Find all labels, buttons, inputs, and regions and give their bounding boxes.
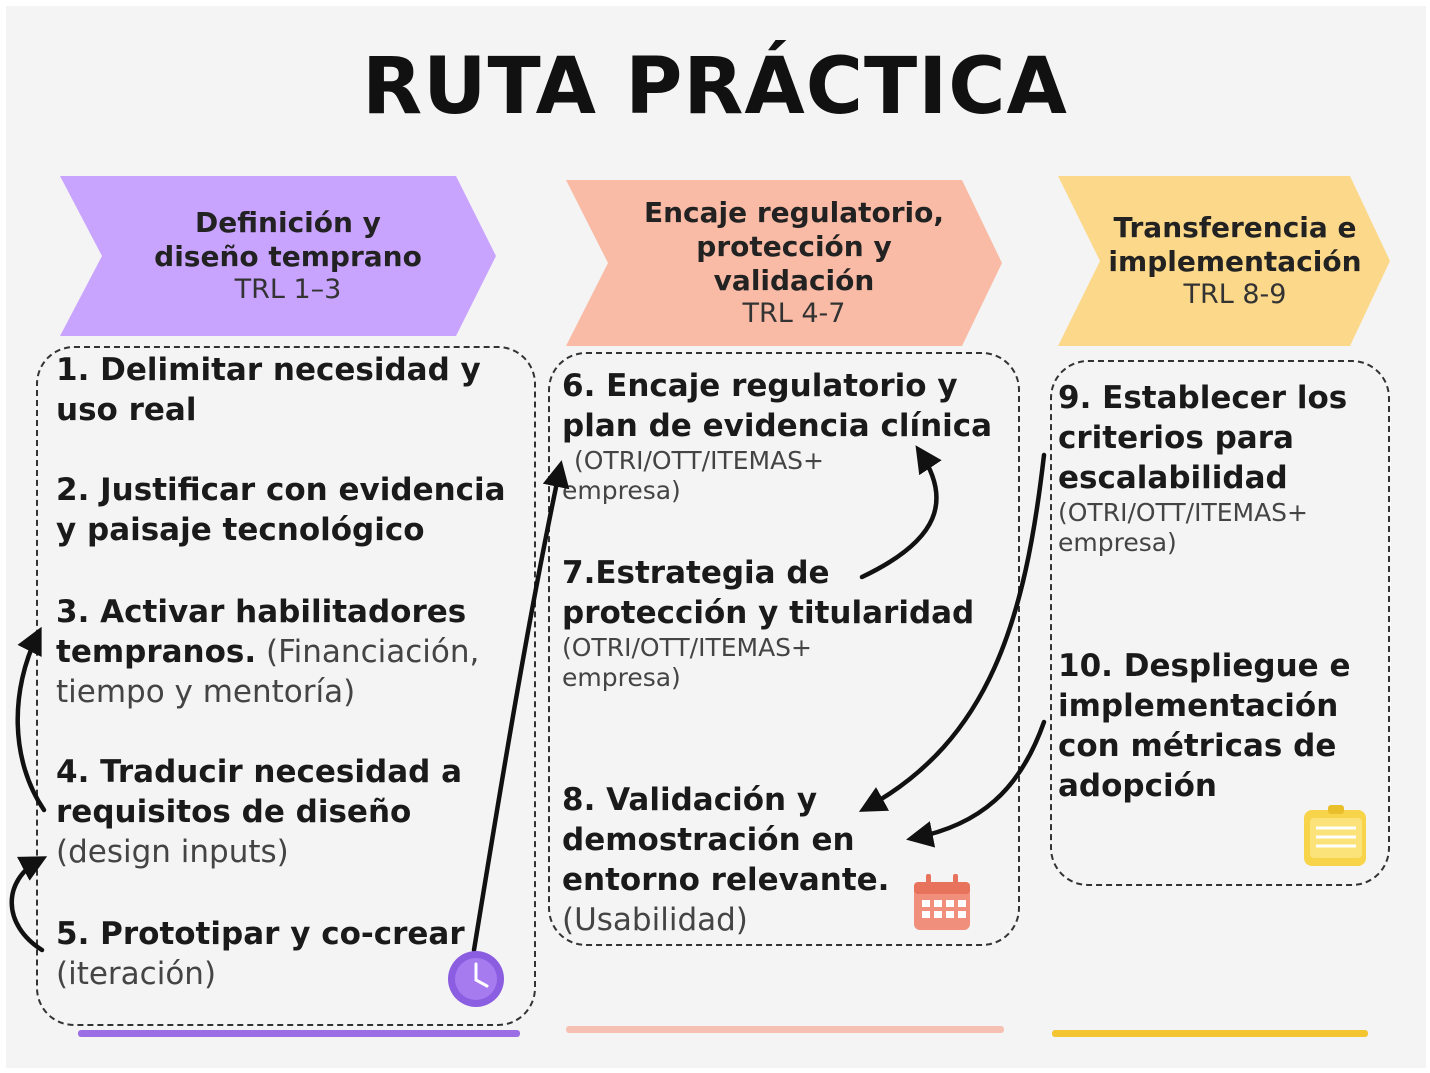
step-9-note-2: empresa): [1058, 528, 1177, 557]
step-10-line-1: 10. Despliegue e: [1058, 648, 1351, 684]
step-10-line-3: con métricas de: [1058, 728, 1337, 764]
arrow-5-to-4: [9, 856, 48, 953]
step-1: 1. Delimitar necesidad y uso real: [56, 350, 481, 430]
step-2: 2. Justificar con evidencia y paisaje te…: [56, 470, 506, 550]
page-title: RUTA PRÁCTICA: [362, 42, 1068, 132]
phase-3-box: [1050, 360, 1390, 886]
arrow-9-to-8: [858, 452, 1047, 812]
phase-3-title-line-2: implementación: [1108, 245, 1362, 278]
step-9-line-3: escalabilidad: [1058, 460, 1288, 496]
phase-1-trl: TRL 1–3: [234, 274, 342, 305]
step-9-line-1: 9. Establecer los: [1058, 380, 1348, 416]
step-10-line-2: implementación: [1058, 688, 1339, 724]
step-8-line-2: demostración en: [562, 822, 855, 858]
phase-1-title-line-1: Definición y: [195, 206, 381, 239]
step-4-note: (design inputs): [56, 834, 289, 870]
arrow-10-to-8: [906, 719, 1047, 848]
step-3: 3. Activar habilitadores tempranos. (Fin…: [56, 592, 479, 712]
phase-2-chevron: Encaje regulatorio, protección y validac…: [566, 180, 1002, 346]
phase-1-shape: [60, 176, 496, 336]
step-3-line-2: tempranos.: [56, 634, 257, 670]
phase-2-box: [548, 352, 1020, 946]
phase-3-shape: [1058, 176, 1390, 346]
step-6-line-2: plan de evidencia clínica: [562, 408, 993, 444]
arrow-5-to-6: [471, 460, 570, 953]
step-6-line-1: 6. Encaje regulatorio y: [562, 368, 958, 404]
step-10: 10. Despliegue e implementación con métr…: [1058, 646, 1351, 806]
step-3-line-1: 3. Activar habilitadores: [56, 594, 467, 630]
step-7-line-1: 7.Estrategia de: [562, 555, 830, 591]
step-6: 6. Encaje regulatorio y plan de evidenci…: [562, 366, 992, 506]
phase-2-underline: [566, 1026, 1004, 1033]
step-10-line-4: adopción: [1058, 768, 1217, 804]
step-8-line-3: entorno relevante.: [562, 862, 890, 898]
phase-2-title-line-2: protección y: [696, 230, 892, 263]
phase-2-title-line-3: validación: [713, 264, 875, 297]
step-4-line-1: 4. Traducir necesidad a: [56, 754, 463, 790]
step-2-line-1: 2. Justificar con evidencia: [56, 472, 506, 508]
phase-1-chevron: Definición y diseño temprano TRL 1–3: [60, 176, 496, 336]
step-5-note: (iteración): [56, 956, 217, 992]
phase-2-shape: [566, 180, 1002, 346]
step-6-note-2: empresa): [562, 476, 681, 505]
step-5: 5. Prototipar y co-crear (iteración): [56, 914, 465, 994]
phase-1-box: [36, 346, 536, 1026]
phase-1-underline: [78, 1030, 520, 1037]
step-7-line-2: protección y titularidad: [562, 595, 975, 631]
step-9-line-2: criterios para: [1058, 420, 1294, 456]
phase-1-title-line-2: diseño temprano: [154, 240, 422, 273]
step-4: 4. Traducir necesidad a requisitos de di…: [56, 752, 462, 872]
step-7-note-2: empresa): [562, 663, 681, 692]
phase-2-title-line-1: Encaje regulatorio,: [643, 196, 945, 229]
phase-3-title-line-1: Transferencia e: [1113, 211, 1357, 244]
step-3-note-2: tiempo y mentoría): [56, 674, 356, 710]
clock-icon: [448, 951, 504, 1007]
step-7-note-1: (OTRI/OTT/ITEMAS+: [562, 633, 812, 662]
arrow-4-to-3: [15, 626, 47, 813]
step-2-line-2: y paisaje tecnológico: [56, 512, 425, 548]
phase-3-chevron: Transferencia e implementación TRL 8-9: [1058, 176, 1390, 346]
step-9: 9. Establecer los criterios para escalab…: [1058, 378, 1347, 558]
step-3-note-1: (Financiación,: [256, 634, 480, 670]
phase-3-underline: [1052, 1030, 1368, 1037]
step-4-line-2: requisitos de diseño: [56, 794, 412, 830]
step-8-line-1: 8. Validación y: [562, 782, 818, 818]
step-7: 7.Estrategia de protección y titularidad…: [562, 553, 974, 693]
step-6-note-1: (OTRI/OTT/ITEMAS+: [574, 446, 824, 475]
calendar-icon: [914, 874, 970, 930]
step-8-note: (Usabilidad): [562, 902, 748, 938]
step-1-line-2: uso real: [56, 392, 197, 428]
phase-2-trl: TRL 4-7: [742, 298, 846, 329]
step-5-line-1: 5. Prototipar y co-crear: [56, 916, 465, 952]
notes-icon: [1304, 805, 1366, 866]
step-1-line-1: 1. Delimitar necesidad y: [56, 352, 481, 388]
step-9-note-1: (OTRI/OTT/ITEMAS+: [1058, 498, 1308, 527]
step-8: 8. Validación y demostración en entorno …: [562, 780, 889, 940]
phase-3-trl: TRL 8-9: [1183, 279, 1287, 310]
arrow-7-to-6: [859, 445, 942, 580]
